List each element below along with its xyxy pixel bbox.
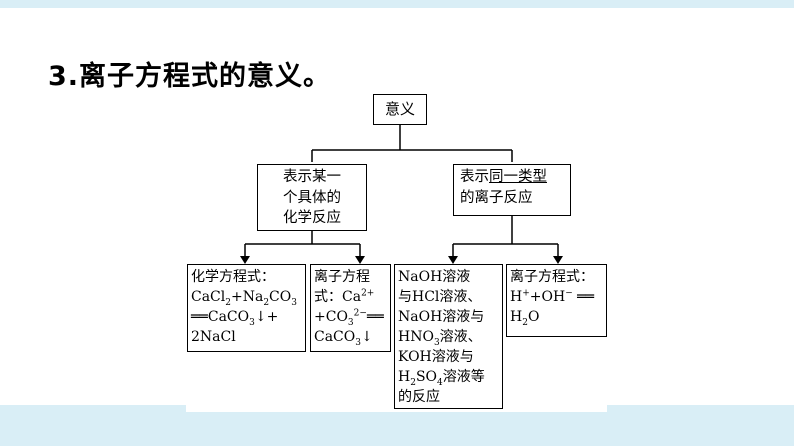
ionic-equation-box-1: 离子方程 式：Ca2+ +CO32−══ CaCO3↓ [310, 264, 391, 352]
ion-eq2-line-3: H2O [510, 307, 603, 327]
chem-eq-sub: 3 [291, 297, 297, 308]
reactions-list-box: NaOH溶液 与HCl溶液、 NaOH溶液与 HNO3溶液、 KOH溶液与 H2… [394, 264, 503, 409]
reactions-line-2: 与HCl溶液、 [398, 289, 482, 305]
reactions-line-7: 的反应 [398, 389, 440, 405]
ion-eq2-line-1: 离子方程式： [510, 269, 594, 285]
ion-eq2-sup: − [565, 288, 573, 299]
ion-eq1-sub: 3 [347, 317, 354, 328]
ion-eq1-text: ↓ [360, 329, 373, 345]
chem-eq-text: CO [269, 289, 292, 305]
same-type-line-1: 表示同一类型 [460, 167, 567, 188]
arrowhead-ion-eq1 [355, 256, 365, 264]
reactions-text: SO [415, 369, 438, 385]
chem-eq-text: ↓+ [254, 309, 279, 325]
ion-eq1-line-4: CaCO3↓ [314, 327, 387, 347]
ion-eq2-text: ══ [572, 289, 595, 305]
chem-eq-text: CaCl [191, 289, 226, 305]
ion-eq1-sub: 3 [355, 337, 361, 348]
ion-eq2-text: +OH [529, 289, 566, 305]
specific-reaction-line-1: 表示某一 [283, 169, 341, 185]
ion-eq1-text: CaCO [314, 329, 356, 345]
specific-reaction-line-3: 化学反应 [283, 210, 341, 226]
ion-eq2-sup: + [522, 288, 530, 299]
chem-eq-sub: 2 [263, 297, 270, 308]
chem-eq-text: +Na [230, 289, 264, 305]
chem-eq-text: ══CaCO [191, 309, 250, 325]
root-node: 意义 [373, 94, 427, 125]
reactions-text: 溶液等 [442, 369, 485, 385]
ion-eq1-text: 式：Ca [314, 289, 362, 305]
ion-eq2-text: O [527, 309, 540, 325]
chem-eq-line-2: CaCl2+Na2CO3 [191, 287, 302, 307]
ion-eq1-line-2: 式：Ca2+ [314, 287, 387, 307]
chem-eq-line-3: ══CaCO3↓+ [191, 307, 302, 327]
reactions-text: H [398, 369, 411, 385]
chem-eq-line-1: 化学方程式： [191, 269, 275, 285]
reactions-line-3: NaOH溶液与 [398, 309, 485, 325]
arrowhead-ion-eq2 [553, 256, 563, 264]
ion-eq1-line-1: 离子方程 [314, 269, 370, 285]
ion-eq1-text: ══ [366, 309, 384, 325]
ion-eq1-text: +CO [314, 309, 348, 325]
chemical-equation-box: 化学方程式： CaCl2+Na2CO3 ══CaCO3↓+ 2NaCl [187, 264, 306, 352]
ion-eq2-text: H [510, 309, 523, 325]
chem-eq-sub: 2 [225, 297, 231, 308]
reactions-sub: 3 [433, 337, 440, 348]
reactions-line-4: HNO3溶液、 [398, 327, 499, 347]
reactions-line-5: KOH溶液与 [398, 349, 474, 365]
reactions-sub: 2 [410, 377, 416, 388]
same-type-underlined: 同一类型 [489, 169, 547, 185]
ion-eq1-line-3: +CO32−══ [314, 307, 387, 327]
reactions-line-6: H2SO4溶液等 [398, 367, 499, 387]
root-label: 意义 [384, 100, 415, 118]
reactions-text: 溶液、 [439, 329, 482, 345]
chem-eq-line-4: 2NaCl [191, 329, 236, 345]
same-type-prefix: 表示 [460, 169, 489, 185]
reactions-line-1: NaOH溶液 [398, 269, 471, 285]
section-heading: 3.离子方程式的意义。 [48, 61, 332, 92]
ion-eq2-line-2: H++OH− ══ [510, 287, 603, 307]
arrowhead-reactions [448, 256, 458, 264]
specific-reaction-node: 表示某一 个具体的 化学反应 [257, 164, 367, 231]
specific-reaction-line-2: 个具体的 [283, 189, 341, 206]
chem-eq-sub: 3 [249, 317, 255, 328]
same-type-reaction-node: 表示同一类型 的离子反应 [453, 164, 571, 216]
ionic-equation-box-2: 离子方程式： H++OH− ══ H2O [506, 264, 607, 337]
ion-eq1-sup: 2− [353, 308, 367, 319]
ion-eq2-sub: 2 [522, 317, 528, 328]
ion-eq1-sup: 2+ [361, 288, 375, 299]
top-stripe [0, 0, 794, 8]
ion-eq2-text: H [510, 289, 523, 305]
same-type-line-2: 的离子反应 [460, 190, 533, 206]
arrowhead-chem-eq [240, 256, 250, 264]
reactions-text: HNO [398, 329, 434, 345]
reactions-sub: 4 [437, 377, 443, 388]
